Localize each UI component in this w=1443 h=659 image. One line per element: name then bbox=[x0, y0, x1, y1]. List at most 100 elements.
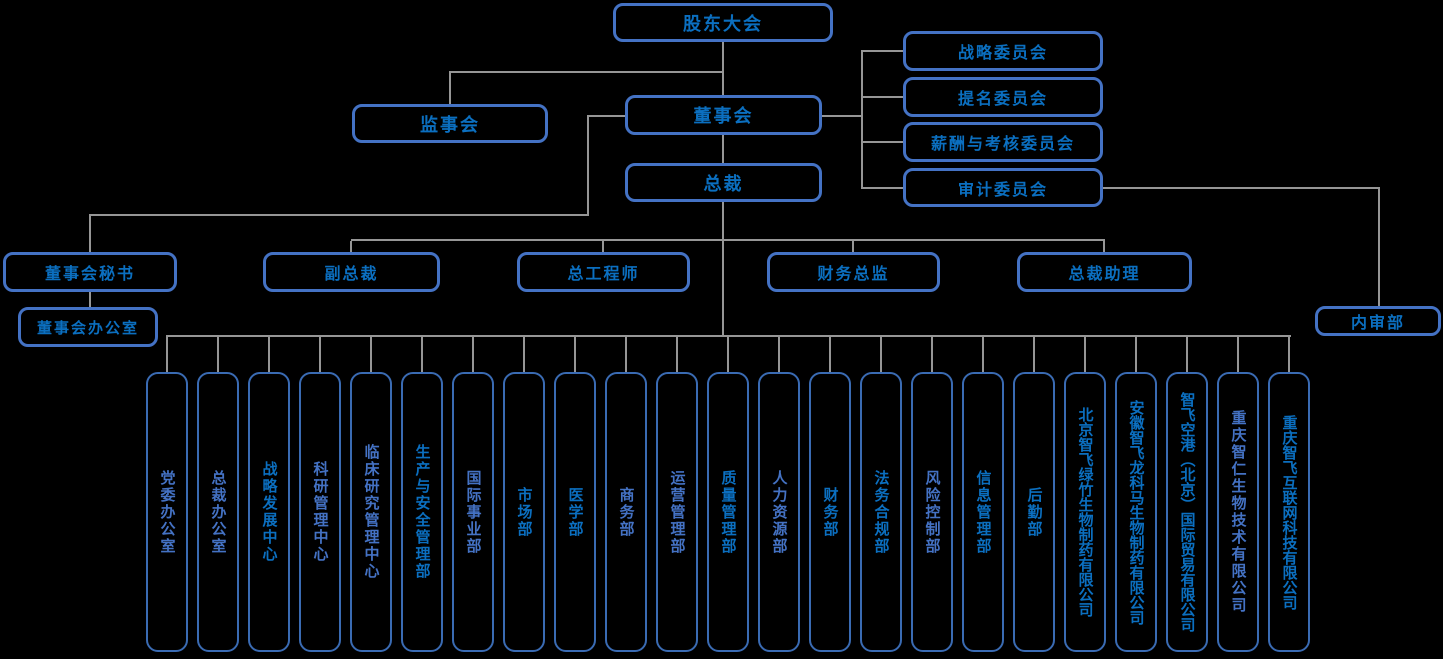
org-node-label: 副总裁 bbox=[324, 266, 379, 283]
org-node-label: 薪酬与考核委员会 bbox=[930, 136, 1075, 153]
org-node-label: 信息管理部 bbox=[974, 469, 992, 555]
org-node-party-committee-office: 党委办公室 bbox=[146, 372, 188, 652]
org-node-strategy-committee: 战略委员会 bbox=[903, 31, 1103, 71]
org-node-operations-management-dept: 运营管理部 bbox=[656, 372, 698, 652]
connector-line bbox=[829, 337, 831, 372]
org-node-label: 总裁办公室 bbox=[209, 469, 227, 555]
org-node-label: 董事会办公室 bbox=[36, 319, 139, 337]
org-node-label: 市场部 bbox=[515, 486, 533, 538]
org-node-chongqing-zhiren-biotech: 重庆智仁生物技术有限公司 bbox=[1217, 372, 1259, 652]
connector-line bbox=[166, 337, 168, 372]
org-node-label: 法务合规部 bbox=[872, 469, 890, 555]
org-node-label: 国际事业部 bbox=[464, 469, 482, 555]
connector-line bbox=[863, 50, 903, 52]
connector-line bbox=[89, 216, 91, 252]
connector-line bbox=[574, 337, 576, 372]
connector-line bbox=[1237, 337, 1239, 372]
org-node-label: 监事会 bbox=[420, 114, 480, 135]
org-node-label: 董事会秘书 bbox=[44, 266, 135, 283]
org-node-beijing-zhifei-lvzhu-biopharma: 北京智飞绿竹生物制药有限公司 bbox=[1064, 372, 1106, 652]
org-node-remuneration-appraisal-committee: 薪酬与考核委员会 bbox=[903, 122, 1103, 162]
connector-line bbox=[89, 214, 589, 216]
org-node-label: 安徽智飞龙科马生物制药有限公司 bbox=[1127, 399, 1145, 625]
connector-line bbox=[319, 337, 321, 372]
connector-line bbox=[722, 42, 724, 96]
org-node-research-management-center: 科研管理中心 bbox=[299, 372, 341, 652]
connector-line bbox=[587, 115, 589, 215]
connector-line bbox=[1378, 189, 1380, 306]
org-node-information-management-dept: 信息管理部 bbox=[962, 372, 1004, 652]
org-node-risk-control-dept: 风险控制部 bbox=[911, 372, 953, 652]
connector-line bbox=[523, 337, 525, 372]
connector-line bbox=[449, 71, 451, 105]
connector-line bbox=[1103, 241, 1105, 252]
connector-line bbox=[351, 239, 1105, 241]
connector-line bbox=[861, 50, 863, 189]
org-node-label: 财务总监 bbox=[817, 266, 890, 283]
org-node-label: 风险控制部 bbox=[923, 469, 941, 555]
org-node-supervisory-board: 监事会 bbox=[352, 104, 548, 143]
org-node-label: 科研管理中心 bbox=[311, 461, 329, 563]
connector-line bbox=[587, 115, 626, 117]
connector-line bbox=[1135, 337, 1137, 372]
org-node-president-assistant: 总裁助理 bbox=[1017, 252, 1192, 292]
connector-line bbox=[472, 337, 474, 372]
connector-line bbox=[778, 337, 780, 372]
connector-line bbox=[722, 135, 724, 164]
org-node-label: 审计委员会 bbox=[957, 181, 1048, 199]
connector-line bbox=[421, 337, 423, 372]
org-node-label: 党委办公室 bbox=[158, 469, 176, 555]
connector-line bbox=[863, 141, 903, 143]
connector-line bbox=[450, 71, 724, 73]
org-node-human-resources-dept: 人力资源部 bbox=[758, 372, 800, 652]
org-node-president-office: 总裁办公室 bbox=[197, 372, 239, 652]
org-node-anhui-zhifei-longcom-biopharma: 安徽智飞龙科马生物制药有限公司 bbox=[1115, 372, 1157, 652]
org-node-label: 商务部 bbox=[617, 486, 635, 538]
org-node-label: 生产与安全管理部 bbox=[413, 444, 431, 580]
org-node-chongqing-zhifei-internet-tech: 重庆智飞互联网科技有限公司 bbox=[1268, 372, 1310, 652]
org-node-commerce-dept: 商务部 bbox=[605, 372, 647, 652]
org-node-board-office: 董事会办公室 bbox=[18, 307, 158, 347]
connector-line bbox=[625, 337, 627, 372]
org-node-label: 提名委员会 bbox=[957, 91, 1048, 108]
org-node-label: 北京智飞绿竹生物制药有限公司 bbox=[1076, 407, 1094, 617]
org-node-finance-dept: 财务部 bbox=[809, 372, 851, 652]
connector-line bbox=[1084, 337, 1086, 372]
connector-line bbox=[1288, 337, 1290, 372]
org-node-board-of-directors: 董事会 bbox=[625, 95, 822, 135]
connector-line bbox=[822, 115, 863, 117]
connector-line bbox=[676, 337, 678, 372]
org-node-logistics-dept: 后勤部 bbox=[1013, 372, 1055, 652]
org-node-quality-management-dept: 质量管理部 bbox=[707, 372, 749, 652]
org-node-label: 后勤部 bbox=[1025, 486, 1043, 538]
org-node-finance-director: 财务总监 bbox=[767, 252, 940, 292]
org-node-label: 临床研究管理中心 bbox=[362, 444, 380, 580]
connector-line bbox=[217, 337, 219, 372]
org-node-president: 总裁 bbox=[625, 163, 822, 202]
connector-line bbox=[268, 337, 270, 372]
org-node-chief-engineer: 总工程师 bbox=[517, 252, 690, 292]
connector-line bbox=[1033, 337, 1035, 372]
connector-line bbox=[931, 337, 933, 372]
org-node-label: 运营管理部 bbox=[668, 469, 686, 555]
connector-line bbox=[852, 241, 854, 252]
org-node-audit-committee: 审计委员会 bbox=[903, 168, 1103, 207]
org-node-label: 重庆智仁生物技术有限公司 bbox=[1229, 410, 1247, 614]
org-node-label: 内审部 bbox=[1350, 315, 1405, 332]
org-node-strategic-development-center: 战略发展中心 bbox=[248, 372, 290, 652]
org-node-label: 财务部 bbox=[821, 486, 839, 538]
connector-line bbox=[727, 337, 729, 372]
connector-line bbox=[1103, 187, 1380, 189]
org-node-zhifei-airport-beijing-intl-trade: 智飞空港（北京）国际贸易有限公司 bbox=[1166, 372, 1208, 652]
connector-line bbox=[166, 335, 1291, 337]
org-node-internal-audit-dept: 内审部 bbox=[1315, 306, 1441, 336]
org-node-label: 人力资源部 bbox=[770, 469, 788, 555]
org-node-shareholders-meeting: 股东大会 bbox=[613, 3, 833, 42]
org-node-label: 质量管理部 bbox=[719, 469, 737, 555]
connector-line bbox=[602, 241, 604, 252]
org-node-legal-compliance-dept: 法务合规部 bbox=[860, 372, 902, 652]
connector-line bbox=[863, 187, 903, 189]
connector-line bbox=[1186, 337, 1188, 372]
connector-line bbox=[880, 337, 882, 372]
